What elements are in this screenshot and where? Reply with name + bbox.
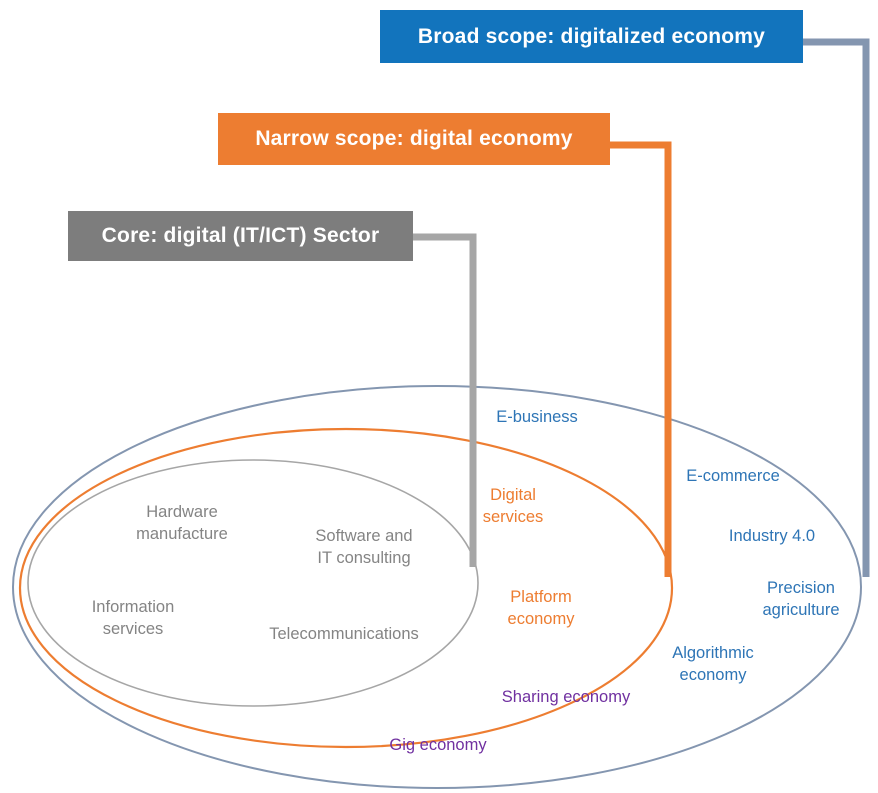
- label-precision-agriculture: Precision agriculture: [762, 579, 840, 619]
- label-industry-4-0: Industry 4.0: [728, 527, 816, 546]
- core-scope-title-box: Core: digital (IT/ICT) Sector: [68, 211, 413, 261]
- narrow-scope-title-box: Narrow scope: digital economy: [218, 113, 610, 165]
- label-gig-economy: Gig economy: [389, 736, 487, 755]
- label-telecommunications: Telecommunications: [269, 625, 419, 644]
- label-software-it-consulting: Software and IT consulting: [315, 527, 413, 567]
- label-platform-economy: Platform economy: [507, 588, 575, 628]
- narrow-scope-ellipse: [18, 427, 674, 749]
- core-sector-ellipse: [27, 459, 479, 707]
- label-sharing-economy: Sharing economy: [501, 688, 631, 707]
- broad-scope-ellipse: [12, 385, 862, 789]
- label-hardware-manufacture: Hardware manufacture: [136, 503, 228, 543]
- label-information-services: Information services: [91, 598, 175, 638]
- label-digital-services: Digital services: [482, 486, 544, 526]
- broad-connector-line: [801, 38, 870, 577]
- label-algorithmic-economy: Algorithmic economy: [672, 644, 754, 684]
- narrow-connector-line: [608, 141, 672, 577]
- label-e-business: E-business: [496, 408, 578, 427]
- label-e-commerce: E-commerce: [686, 467, 780, 486]
- broad-scope-title-box: Broad scope: digitalized economy: [380, 10, 803, 63]
- core-connector-line: [411, 233, 477, 567]
